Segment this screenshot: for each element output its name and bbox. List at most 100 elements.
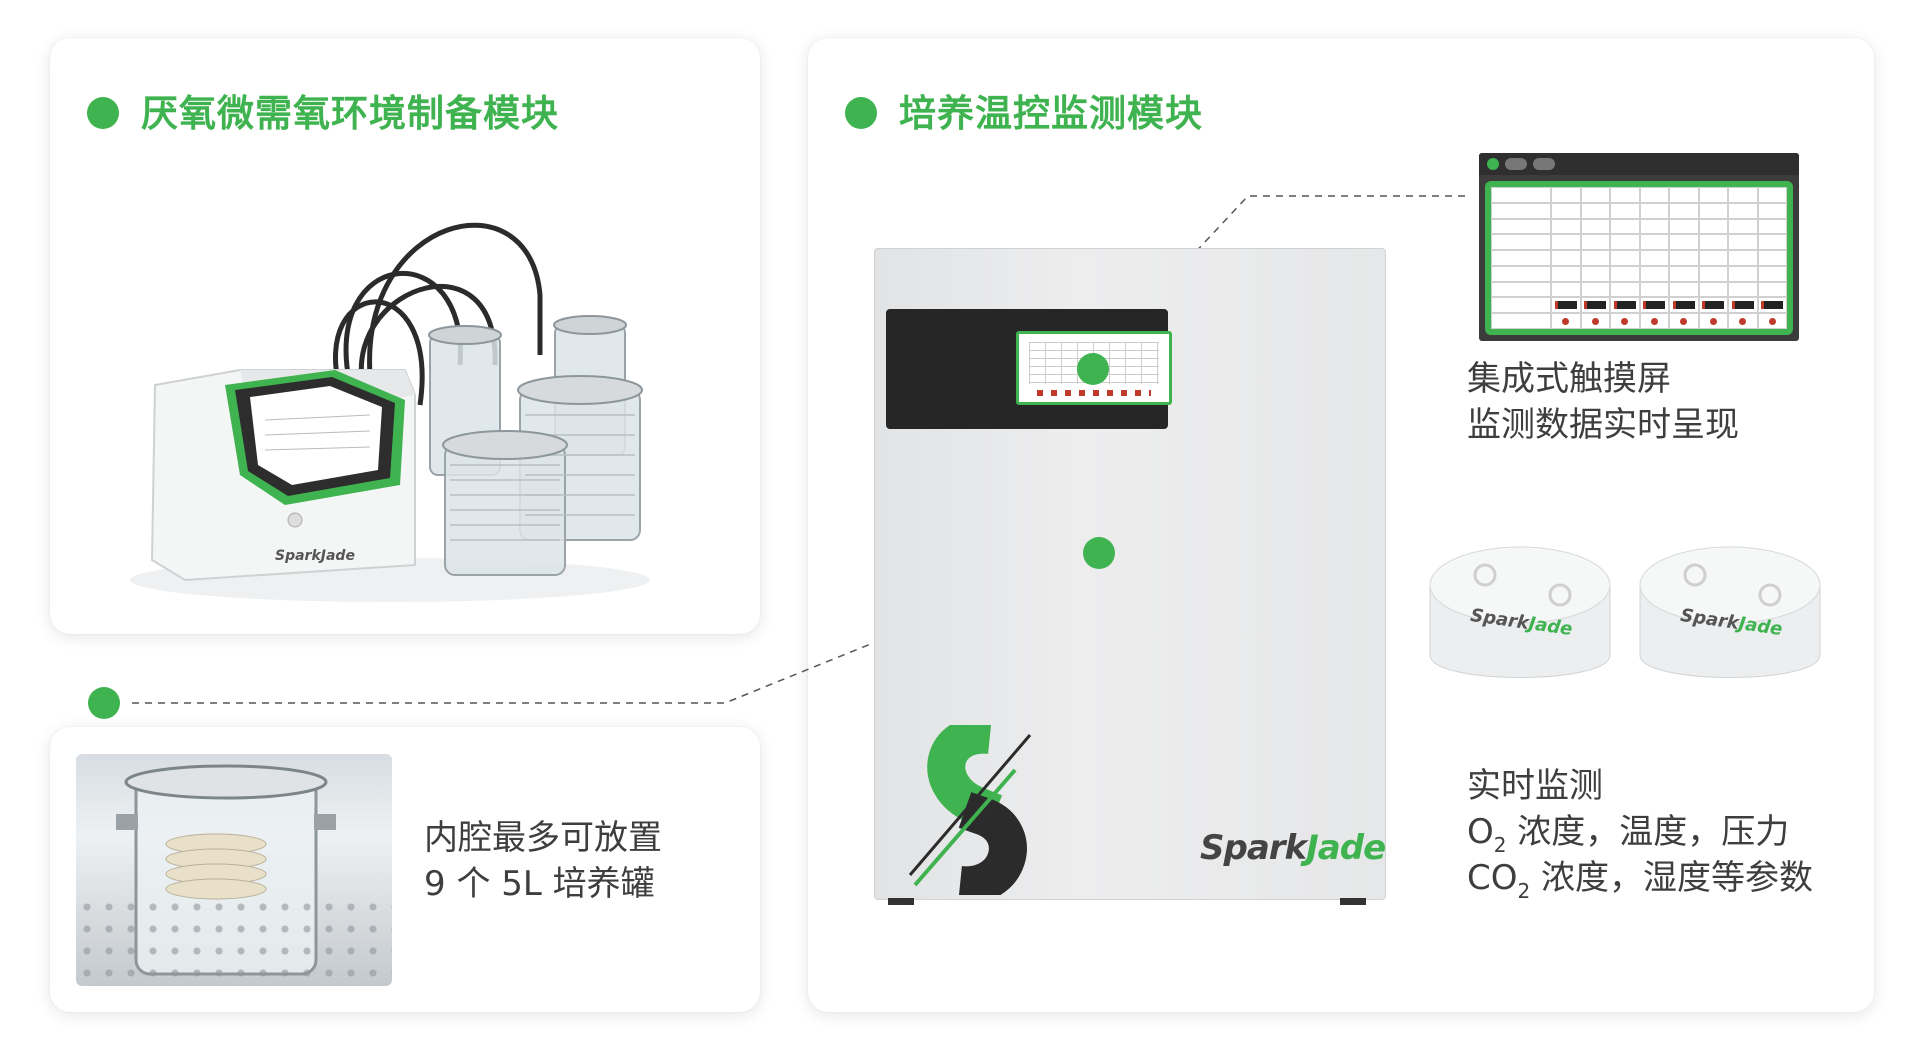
touchscreen-cell xyxy=(1639,234,1669,251)
touchscreen-cell xyxy=(1757,250,1787,266)
touchscreen-cell xyxy=(1669,234,1699,251)
touchscreen-cell xyxy=(1757,281,1787,298)
touchscreen-cell xyxy=(1491,281,1551,298)
anaerobic-module-title: 厌氧微需氧环境制备模块 xyxy=(141,92,559,135)
touchscreen-cell xyxy=(1491,313,1551,329)
touchscreen-cell xyxy=(1580,234,1610,251)
o2-subscript: 2 xyxy=(1493,833,1507,857)
touchscreen-cell xyxy=(1551,297,1581,314)
touchscreen-cell xyxy=(1551,281,1581,298)
touchscreen-cell xyxy=(1728,250,1758,266)
screen-callout-dot-icon xyxy=(1077,353,1109,385)
touchscreen-cell xyxy=(1669,281,1699,298)
touchscreen-cell xyxy=(1551,187,1581,203)
touchscreen-cell xyxy=(1669,250,1699,266)
touchscreen-cell xyxy=(1639,313,1669,329)
touchscreen-caption-line-2: 监测数据实时呈现 xyxy=(1467,405,1739,445)
sensor-pair-illustration xyxy=(1429,546,1821,678)
touchscreen-cell xyxy=(1728,313,1758,329)
monitoring-line-3: CO2 浓度，湿度等参数 xyxy=(1467,855,1814,903)
touchscreen-table-frame xyxy=(1485,181,1793,335)
touchscreen-data-table xyxy=(1491,187,1787,329)
touchscreen-cell xyxy=(1669,313,1699,329)
touchscreen-cell xyxy=(1639,202,1669,219)
touchscreen-cell xyxy=(1757,313,1787,329)
brand-name-b: Jade xyxy=(1306,828,1386,868)
body-callout-dot-icon xyxy=(1083,537,1115,569)
touchscreen-cell xyxy=(1580,202,1610,219)
touchscreen-cell xyxy=(1491,187,1551,203)
touchscreen-cell xyxy=(1610,313,1640,329)
incubator-foot-left xyxy=(888,898,914,905)
touchscreen-cell xyxy=(1669,187,1699,203)
touchscreen-cell xyxy=(1698,313,1728,329)
touchscreen-cell xyxy=(1669,202,1699,219)
chamber-line-2: 9 个 5L 培养罐 xyxy=(424,864,655,904)
co2-subscript: 2 xyxy=(1517,879,1531,903)
touchscreen-cell xyxy=(1580,187,1610,203)
touchscreen-cell xyxy=(1669,265,1699,282)
o2-params: 浓度，温度，压力 xyxy=(1506,812,1790,852)
touchscreen-cell xyxy=(1698,281,1728,298)
co2-symbol: CO xyxy=(1467,858,1518,898)
touchscreen-cell xyxy=(1610,234,1640,251)
touchscreen-cell xyxy=(1757,202,1787,219)
touchscreen-cell xyxy=(1698,265,1728,282)
touchscreen-title-bar xyxy=(1479,153,1799,175)
touchscreen-cell xyxy=(1728,265,1758,282)
touchscreen-cell xyxy=(1698,297,1728,314)
touchscreen-cell xyxy=(1491,234,1551,251)
touchscreen-cell xyxy=(1580,297,1610,314)
touchscreen-cell xyxy=(1698,250,1728,266)
monitoring-line-1: 实时监测 xyxy=(1467,766,1603,806)
co2-params: 浓度，湿度等参数 xyxy=(1530,858,1814,898)
touchscreen-cell xyxy=(1551,218,1581,235)
bullet-dot-icon xyxy=(845,97,877,129)
touchscreen-cell xyxy=(1610,218,1640,235)
incubator-brand-logo: SparkJade xyxy=(1200,828,1386,868)
anaerobic-device-illustration: SparkJade xyxy=(130,222,650,602)
touchscreen-cell xyxy=(1491,297,1551,314)
touchscreen-cell xyxy=(1698,187,1728,203)
touchscreen-cell xyxy=(1728,187,1758,203)
brand-name-a: Spark xyxy=(1200,828,1307,868)
touchscreen-cell xyxy=(1551,265,1581,282)
touchscreen-cell xyxy=(1728,218,1758,235)
touchscreen-cell xyxy=(1491,250,1551,266)
touchscreen-cell xyxy=(1728,297,1758,314)
touchscreen-cell xyxy=(1610,265,1640,282)
touchscreen-cell xyxy=(1757,218,1787,235)
touchscreen-cell xyxy=(1728,234,1758,251)
chamber-jar-photo xyxy=(76,754,392,986)
touchscreen-cell xyxy=(1491,202,1551,219)
callout-dot-icon xyxy=(88,687,120,719)
touchscreen-caption-line-1: 集成式触摸屏 xyxy=(1467,359,1671,399)
touchscreen-cell xyxy=(1580,281,1610,298)
svg-text:SparkJade: SparkJade xyxy=(275,548,355,564)
touchscreen-cell xyxy=(1728,202,1758,219)
touchscreen-cell xyxy=(1551,234,1581,251)
touchscreen-cell xyxy=(1698,202,1728,219)
incubator-foot-right xyxy=(1340,898,1366,905)
touchscreen-cell xyxy=(1639,250,1669,266)
touchscreen-cell xyxy=(1610,281,1640,298)
touchscreen-cell xyxy=(1491,218,1551,235)
touchscreen-cell xyxy=(1639,297,1669,314)
touchscreen-cell xyxy=(1551,313,1581,329)
touchscreen-cell xyxy=(1491,265,1551,282)
touchscreen-cell xyxy=(1610,250,1640,266)
touchscreen-cell xyxy=(1639,281,1669,298)
touchscreen-cell xyxy=(1757,297,1787,314)
monitoring-line-2: O2 浓度，温度，压力 xyxy=(1467,809,1813,857)
touchscreen-cell xyxy=(1757,187,1787,203)
incubation-module-title: 培养温控监测模块 xyxy=(899,92,1203,135)
o2-symbol: O xyxy=(1467,812,1494,852)
touchscreen-cell xyxy=(1610,202,1640,219)
touchscreen-cell xyxy=(1610,297,1640,314)
touchscreen-cell xyxy=(1551,202,1581,219)
touchscreen-cell xyxy=(1580,313,1610,329)
touchscreen-cell xyxy=(1728,281,1758,298)
chamber-line-1: 内腔最多可放置 xyxy=(424,818,662,858)
touchscreen-cell xyxy=(1639,265,1669,282)
touchscreen-cell xyxy=(1580,265,1610,282)
